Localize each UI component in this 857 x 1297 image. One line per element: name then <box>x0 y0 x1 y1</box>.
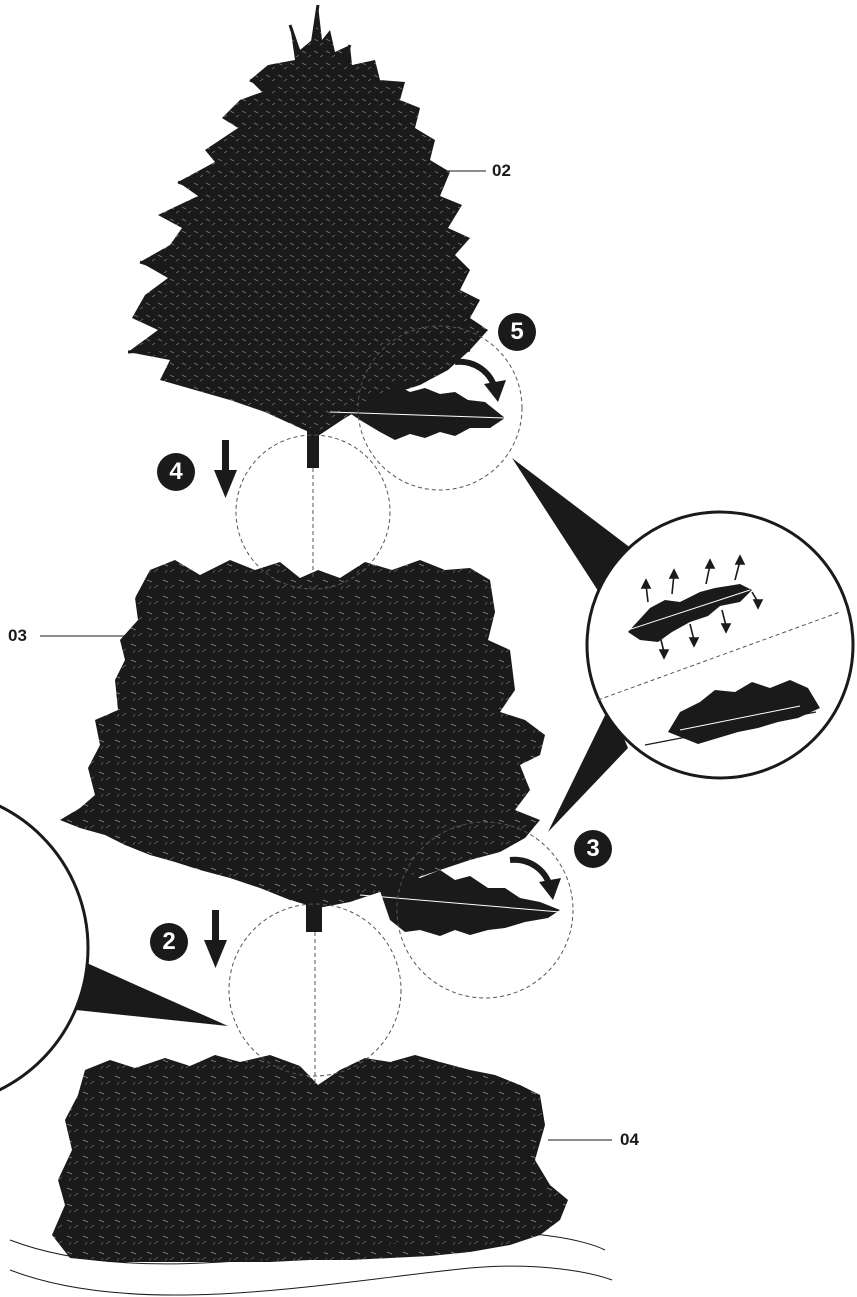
part-label-04: 04 <box>620 1131 639 1148</box>
ground-line-lower <box>10 1266 612 1295</box>
top-pole <box>307 428 319 468</box>
middle-branch <box>378 870 560 936</box>
part-label-03: 03 <box>8 627 27 644</box>
step-badge-5: 5 <box>498 313 536 351</box>
step-badge-2: 2 <box>150 923 188 961</box>
curved-arrow-icon <box>510 860 561 900</box>
tree-section-middle <box>60 560 560 936</box>
tree-section-bottom <box>52 1055 568 1262</box>
step-badge-3: 3 <box>574 830 612 868</box>
part-label-02: 02 <box>492 162 511 179</box>
zoom-callout <box>512 458 853 832</box>
tree-section-top <box>128 5 505 468</box>
callout-pointer-left <box>76 960 228 1026</box>
curved-arrow-icon <box>455 362 506 402</box>
down-arrow-icon <box>204 910 227 968</box>
middle-pole <box>306 890 322 932</box>
step-badge-4: 4 <box>157 453 195 491</box>
down-arrow-icon <box>214 440 237 498</box>
